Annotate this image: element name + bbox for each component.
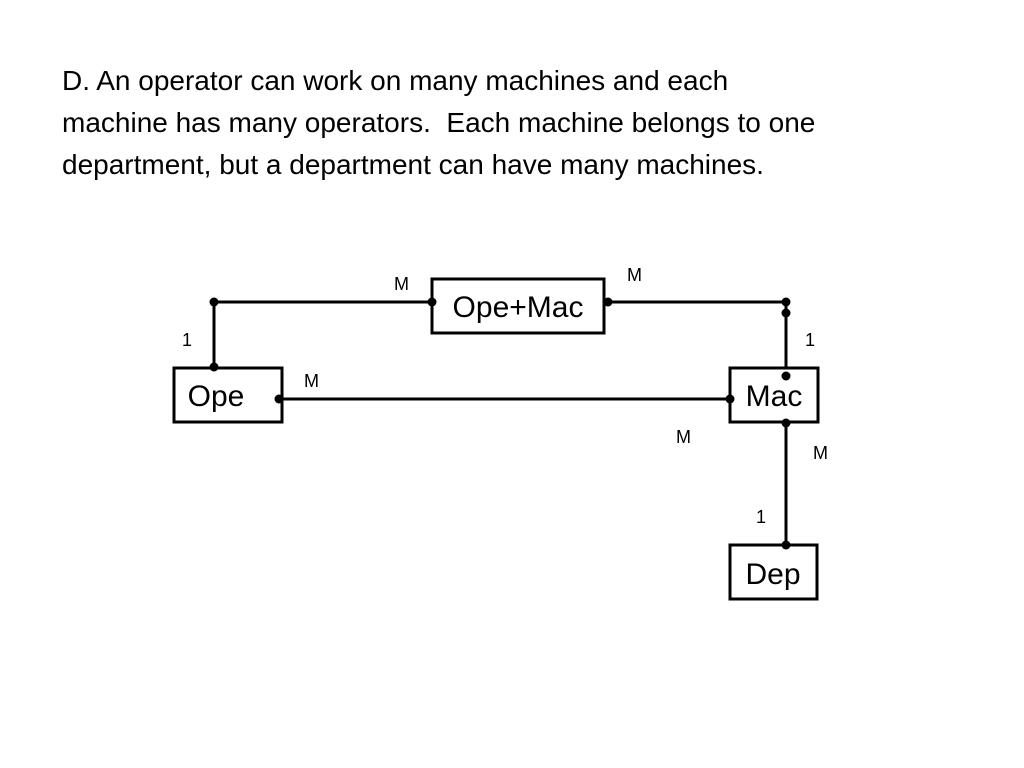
- entity-mac-label: Mac: [746, 380, 803, 413]
- joint-dot: [781, 540, 791, 550]
- joint-dot: [781, 418, 791, 428]
- cardinality-label: 1: [182, 330, 192, 350]
- joint-dot: [603, 297, 613, 307]
- joint-dot: [781, 297, 791, 307]
- description-line-2: machine has many operators. Each machine…: [62, 107, 816, 138]
- joint-dot: [427, 297, 437, 307]
- edge-ope-to-opemac: [212, 300, 432, 367]
- entity-ope-mac: Ope+Mac: [430, 277, 606, 335]
- joint-dot: [781, 308, 791, 318]
- entity-mac: Mac: [728, 366, 820, 424]
- cardinality-label: M: [813, 443, 828, 463]
- edge-opemac-to-mac: [608, 300, 788, 376]
- entity-dep: Dep: [728, 543, 819, 601]
- entity-ope: Ope: [172, 366, 284, 424]
- cardinality-label: M: [627, 265, 642, 285]
- joint-dot: [209, 362, 219, 372]
- entity-ope-mac-label: Ope+Mac: [453, 291, 584, 324]
- joint-dot: [781, 371, 791, 381]
- description-text: D. An operator can work on many machines…: [62, 60, 1002, 186]
- entity-dep-label: Dep: [745, 558, 800, 591]
- joint-dot: [725, 394, 735, 404]
- cardinality-label: M: [676, 427, 691, 447]
- description-line-3: department, but a department can have ma…: [62, 149, 764, 180]
- cardinality-label: M: [304, 371, 319, 391]
- cardinality-label: M: [394, 274, 409, 294]
- description-line-1: D. An operator can work on many machines…: [62, 65, 729, 96]
- joint-dot: [274, 394, 284, 404]
- joint-dot: [209, 297, 219, 307]
- cardinality-label: 1: [756, 507, 766, 527]
- cardinality-label: 1: [805, 330, 815, 350]
- entity-ope-label: Ope: [188, 380, 245, 413]
